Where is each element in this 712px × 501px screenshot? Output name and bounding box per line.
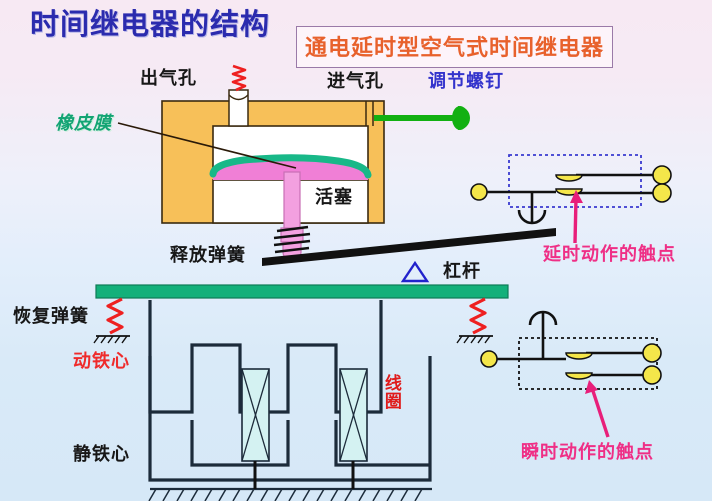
fulcrum-triangle [400, 260, 430, 283]
delayed-contacts-circuit [470, 154, 672, 225]
adjusting-screw-assembly [365, 101, 470, 130]
label-rubber-membrane: 橡皮膜 [55, 113, 112, 133]
page-title: 时间继电器的结构 [30, 9, 271, 41]
instant-contacts-circuit [480, 310, 662, 390]
static-iron-core [148, 356, 432, 482]
label-lever: 杠杆 [443, 261, 481, 281]
coil-right [339, 368, 368, 462]
instant-contacts-pointer [585, 380, 610, 438]
label-release-spring: 释放弹簧 [170, 245, 246, 265]
label-static-core: 静铁心 [73, 444, 130, 464]
delayed-contacts-pointer [570, 190, 583, 244]
piston-rod [280, 171, 304, 262]
label-delayed-contacts: 延时动作的触点 [543, 244, 676, 264]
outlet-tube [228, 64, 249, 127]
release-spring [273, 225, 311, 254]
lever-arm [262, 228, 556, 266]
label-instant-contacts: 瞬时动作的触点 [521, 442, 654, 462]
label-coil: 线圈 [381, 374, 401, 410]
return-spring-left [93, 297, 130, 344]
label-adjust-screw: 调节螺钉 [428, 71, 504, 91]
label-outlet-hole: 出气孔 [140, 68, 197, 88]
label-piston: 活塞 [315, 187, 353, 207]
label-moving-core: 动铁心 [73, 351, 130, 371]
return-spring-right [456, 297, 493, 344]
rubber-membrane [209, 154, 372, 180]
boxed-subtitle: 通电延时型空气式时间继电器 [296, 26, 614, 68]
armature-plate [95, 284, 509, 299]
label-inlet-hole: 进气孔 [327, 71, 384, 91]
coil-left [241, 368, 270, 462]
membrane-leader-line [117, 122, 297, 169]
mounting-base-hatch [148, 461, 432, 501]
boxed-subtitle-text: 通电延时型空气式时间继电器 [305, 35, 605, 60]
label-return-spring: 恢复弹簧 [13, 306, 89, 326]
